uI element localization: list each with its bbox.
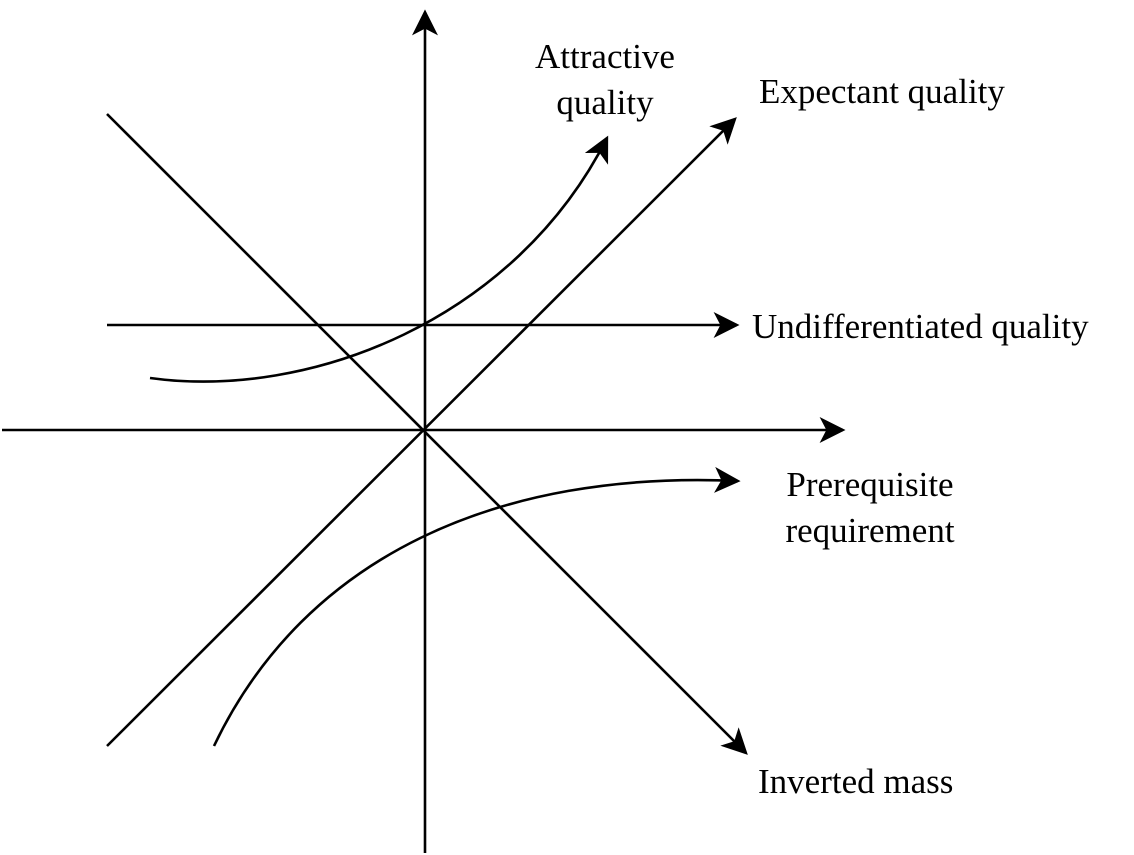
prerequisite-requirement-label: Prerequisite requirement	[765, 462, 975, 554]
undifferentiated-quality-label: Undifferentiated quality	[752, 304, 1089, 350]
attractive-quality-label-line2: quality	[556, 83, 654, 122]
attractive-quality-curve	[149, 135, 609, 383]
prerequisite-requirement-label-line2: requirement	[785, 511, 955, 550]
expectant-quality-label: Expectant quality	[759, 69, 1005, 115]
attractive-quality-label-line1: Attractive	[535, 37, 675, 76]
prerequisite-requirement-curve	[212, 466, 741, 747]
undifferentiated-quality-label-text: Undifferentiated quality	[752, 307, 1089, 346]
expectant-quality-line	[106, 117, 737, 747]
expectant-quality-label-text: Expectant quality	[759, 72, 1005, 111]
inverted-mass-line	[106, 113, 748, 755]
inverted-mass-label-text: Inverted mass	[758, 762, 954, 801]
inverted-mass-label: Inverted mass	[758, 759, 953, 805]
attractive-quality-label: Attractive quality	[520, 34, 690, 126]
prerequisite-requirement-label-line1: Prerequisite	[786, 465, 954, 504]
